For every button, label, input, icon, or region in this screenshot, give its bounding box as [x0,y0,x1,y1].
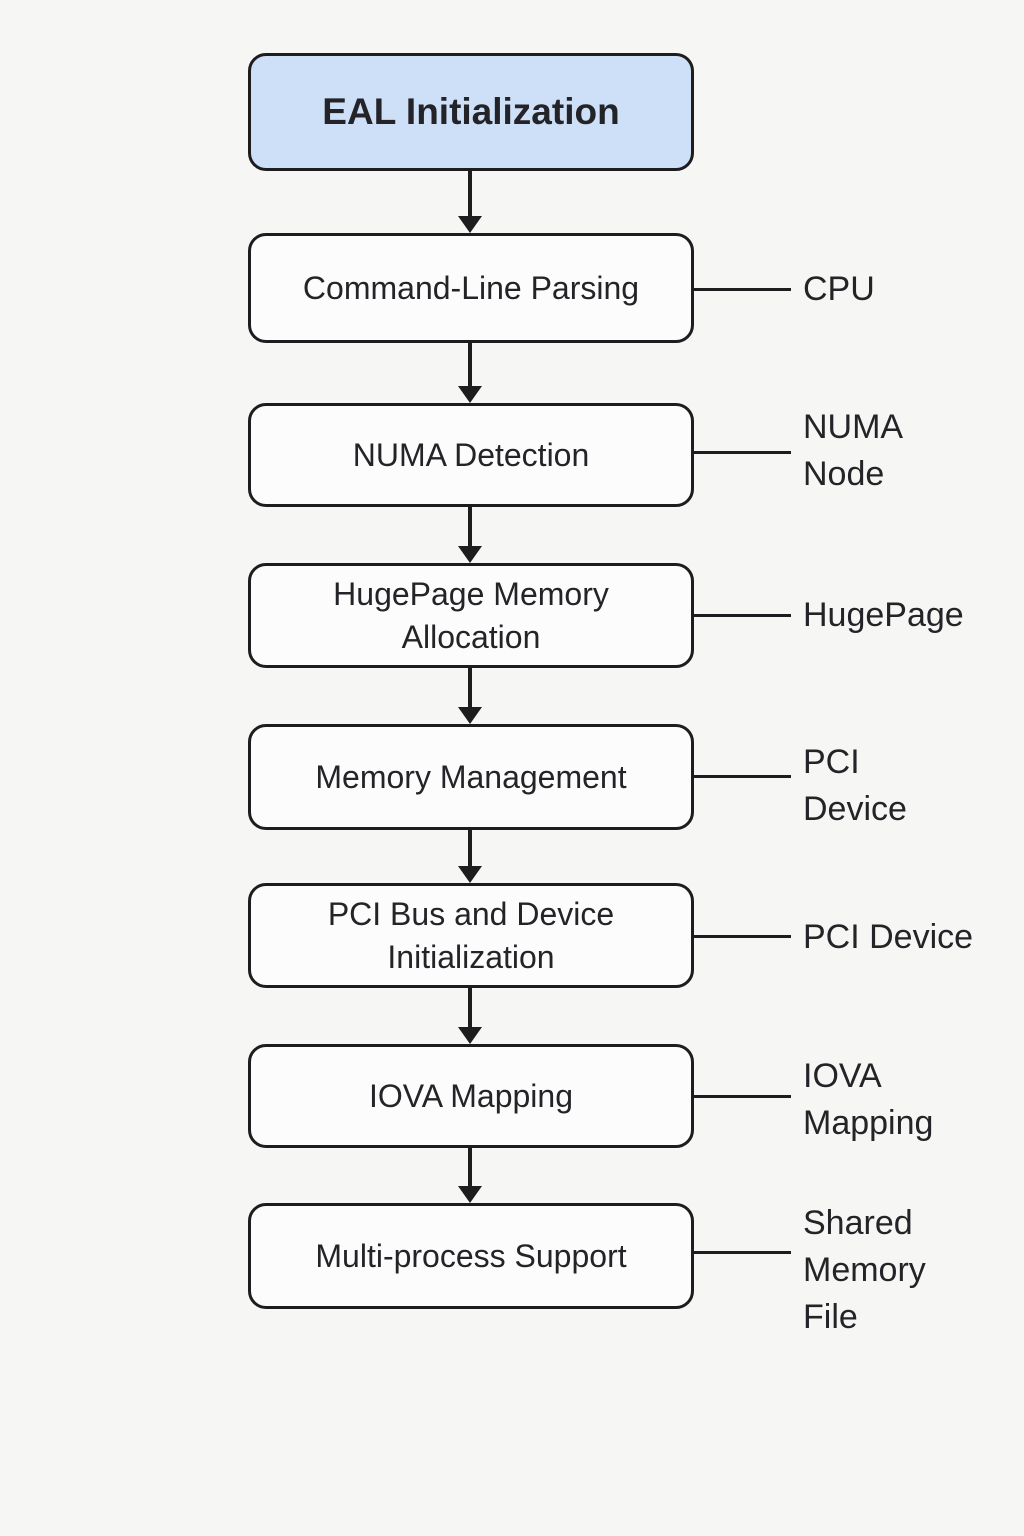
side-label-numa-node: NUMA Node [803,408,904,493]
arrow-down-icon [458,988,482,1044]
arrow-head [458,546,482,563]
arrow-shaft [468,507,472,546]
side-connector-line [691,288,791,291]
arrow-shaft [468,343,472,386]
side-connector-line [691,451,791,454]
node-label: PCI Bus and Device Initialization [327,896,615,975]
node-label: Multi-process Support [315,1237,627,1274]
node-label: Command-Line Parsing [302,269,640,306]
arrow-head [458,216,482,233]
side-label-iova-mapping: IOVA Mapping [803,1057,934,1142]
node-hugepage-memory-allocation: HugePage Memory Allocation [248,563,694,668]
node-label: Memory Management [315,758,627,795]
node-iova-mapping: IOVA Mapping [248,1044,694,1148]
node-eal-initialization: EAL Initialization [248,53,694,171]
arrow-down-icon [458,171,482,233]
side-connector-line [691,775,791,778]
arrow-shaft [468,830,472,866]
side-label-cpu: CPU [803,270,875,308]
arrow-shaft [468,988,472,1027]
side-label-shared-memory-file: Shared Memory File [803,1204,926,1336]
node-memory-management: Memory Management [248,724,694,830]
arrow-down-icon [458,1148,482,1203]
side-connector-line [691,614,791,617]
node-multi-process-support: Multi-process Support [248,1203,694,1309]
arrow-down-icon [458,507,482,563]
arrow-head [458,866,482,883]
arrow-head [458,1186,482,1203]
node-label: IOVA Mapping [369,1077,573,1114]
node-label: HugePage Memory Allocation [333,576,609,655]
arrow-down-icon [458,830,482,883]
arrow-down-icon [458,668,482,724]
side-label-hugepage: HugePage [803,596,964,634]
arrow-shaft [468,171,472,216]
arrow-head [458,1027,482,1044]
arrow-head [458,386,482,403]
arrow-shaft [468,1148,472,1186]
arrow-head [458,707,482,724]
arrow-shaft [468,668,472,707]
side-connector-line [691,1095,791,1098]
side-connector-line [691,935,791,938]
side-connector-line [691,1251,791,1254]
node-label: NUMA Detection [352,436,590,473]
side-label-pci-device: PCI Device [803,918,974,956]
side-label-pci-device: PCI Device [803,743,907,828]
node-command-line-parsing: Command-Line Parsing [248,233,694,343]
node-pci-bus-device-initialization: PCI Bus and Device Initialization [248,883,694,988]
arrow-down-icon [458,343,482,403]
node-numa-detection: NUMA Detection [248,403,694,507]
node-label: EAL Initialization [322,90,620,132]
